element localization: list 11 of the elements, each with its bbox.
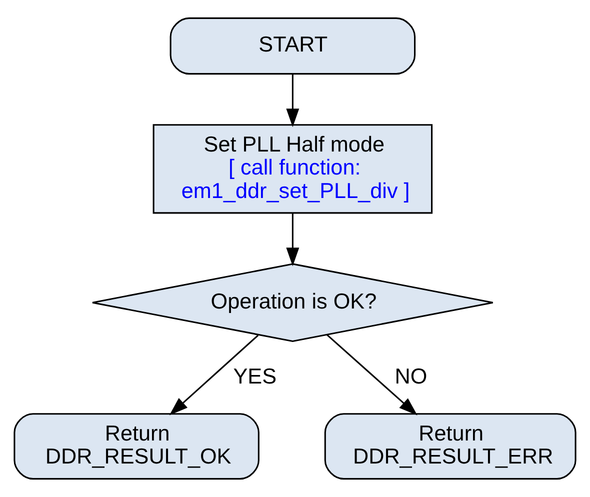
- node-box: Return DDR_RESULT_ERR: [324, 413, 576, 480]
- arrow: [326, 334, 418, 416]
- edge-label: YES: [233, 363, 277, 388]
- arrow: [286, 213, 300, 266]
- arrow: [169, 334, 259, 416]
- node-box: START: [170, 17, 416, 75]
- edge-label: NO: [394, 363, 428, 388]
- node-box: Return DDR_RESULT_OK: [14, 413, 260, 480]
- arrow: [286, 74, 300, 128]
- node-diamond: Operation is OK?: [92, 263, 494, 342]
- node-box: Set PLL Half mode [ call function: em1_ddr_set_PLL_div ]: [152, 124, 433, 214]
